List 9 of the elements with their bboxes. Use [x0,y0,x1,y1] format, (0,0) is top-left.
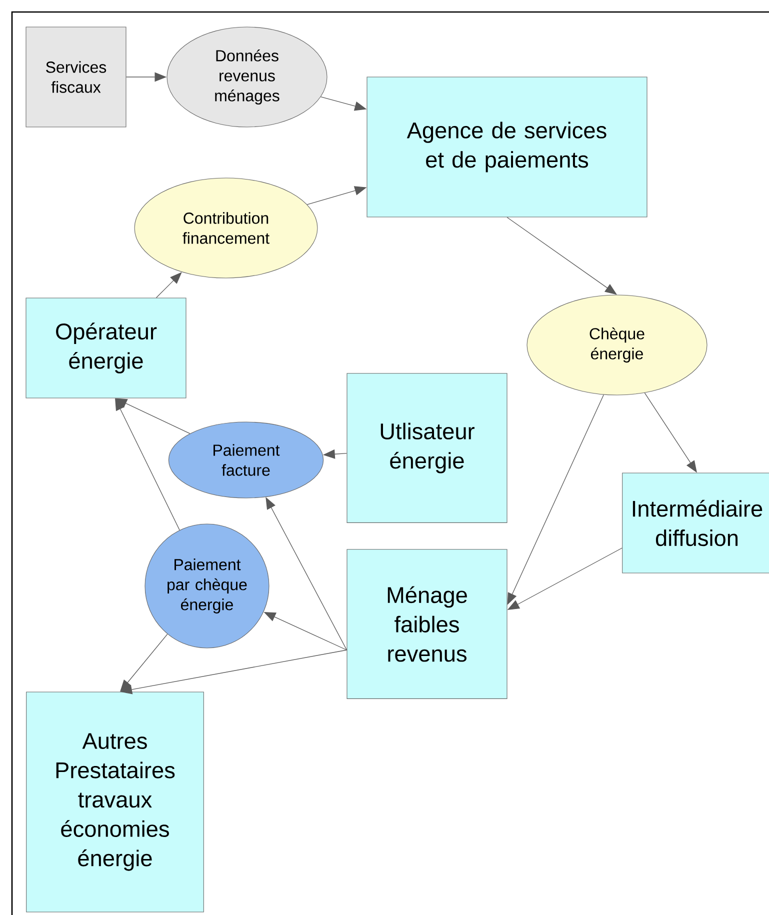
process-box: Services fiscaux [26,26,126,128]
process-box: Opérateur énergie [26,298,186,398]
arrow [506,216,617,295]
process-box: Autres Prestataires travaux économies énergie [26,692,204,912]
process-box: Ménage faibles revenus [346,549,508,699]
process-box: Intermédiaire diffusion [622,472,769,574]
arrow [156,272,182,298]
process-box: Agence de services et de paiements [366,76,648,218]
process-box: Utlisateur énergie [346,373,508,523]
